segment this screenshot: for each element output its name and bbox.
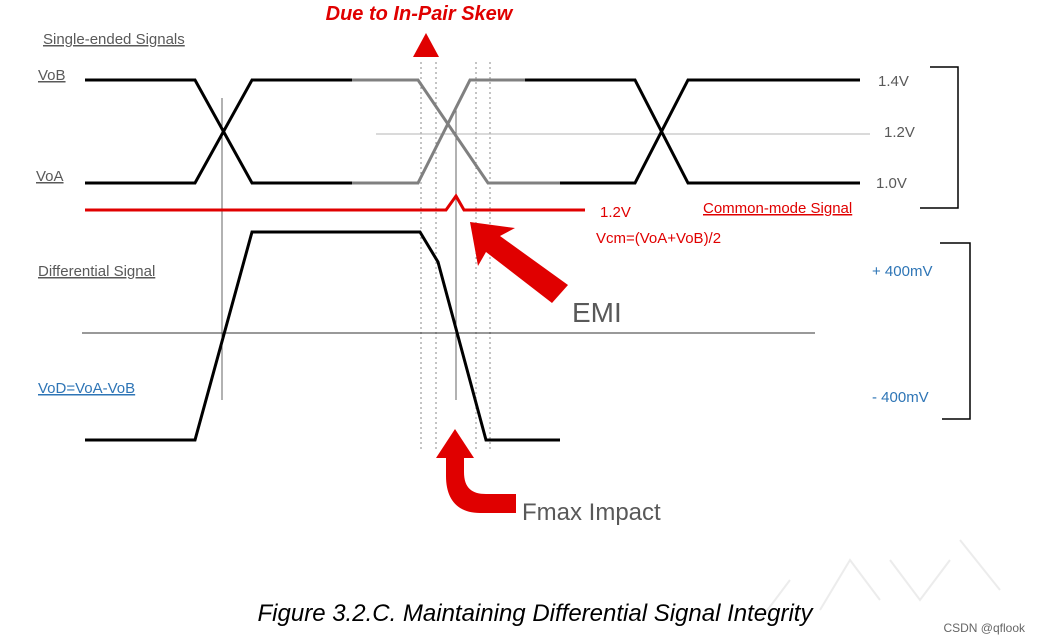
voa-waveform <box>85 78 860 185</box>
single-ended-label: Single-ended Signals <box>43 31 185 48</box>
emi-arrow-icon <box>470 222 568 303</box>
vob-label: VoB <box>38 67 66 84</box>
emi-label: EMI <box>572 297 622 328</box>
vob-waveform <box>85 78 860 185</box>
figure-caption: Figure 3.2.C. Maintaining Differential S… <box>258 600 815 627</box>
positive-diff-level: + 400mV <box>872 263 932 280</box>
timing-guides <box>221 98 457 400</box>
differential-bracket <box>940 242 971 420</box>
differential-waveform <box>85 230 560 442</box>
single-ended-bracket <box>920 66 959 209</box>
vod-label: VoD=VoA-VoB <box>38 380 135 397</box>
skew-title: Due to In-Pair Skew <box>326 3 514 25</box>
differential-label: Differential Signal <box>38 263 155 280</box>
skew-up-arrow-icon <box>413 33 439 57</box>
level-1-0v: 1.0V <box>876 175 907 192</box>
common-mode-formula: Vcm=(VoA+VoB)/2 <box>596 230 721 247</box>
watermark-shapes <box>759 539 1001 621</box>
level-1-2v: 1.2V <box>884 124 915 141</box>
common-mode-title: Common-mode Signal <box>703 200 852 217</box>
voa-label: VoA <box>36 168 64 185</box>
credit-watermark: CSDN @qflook <box>943 621 1026 635</box>
level-brackets <box>920 66 971 420</box>
common-mode-level: 1.2V <box>600 204 631 221</box>
negative-diff-level: - 400mV <box>872 389 929 406</box>
common-mode-waveform <box>85 193 585 212</box>
fmax-label: Fmax Impact <box>522 499 661 526</box>
level-1-4v: 1.4V <box>878 73 909 90</box>
fmax-arrow-icon <box>436 429 516 513</box>
